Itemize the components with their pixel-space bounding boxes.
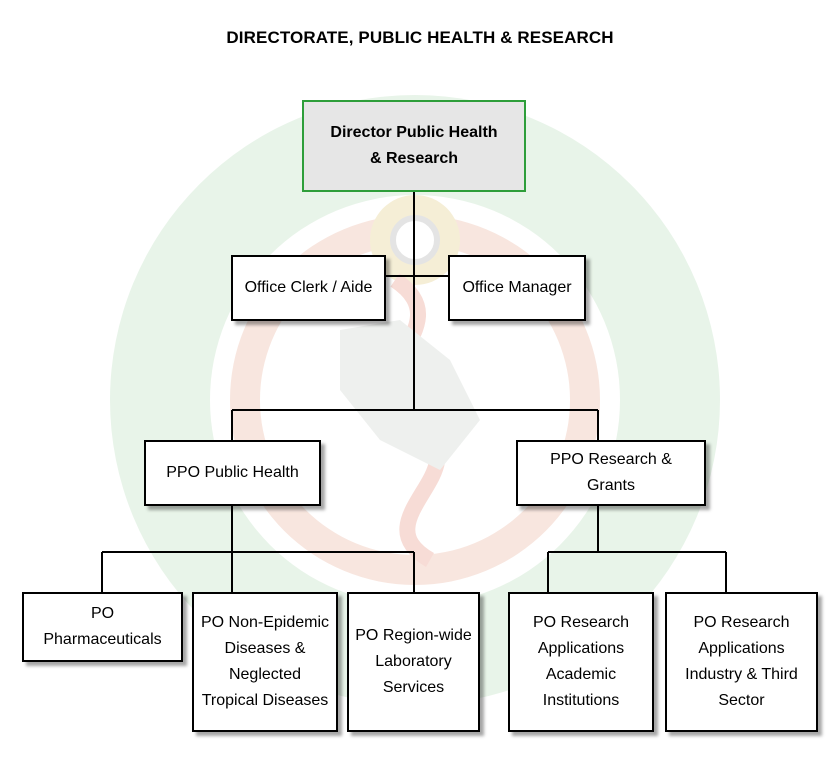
node-po-pharmaceuticals[interactable]: PO Pharmaceuticals (22, 592, 183, 662)
node-director[interactable]: Director Public Health & Research (302, 100, 526, 192)
node-office-manager[interactable]: Office Manager (448, 255, 586, 321)
node-po-non-epidemic[interactable]: PO Non-Epidemic Diseases & Neglected Tro… (192, 592, 338, 732)
node-ppo-public-health[interactable]: PPO Public Health (144, 440, 321, 506)
node-po-laboratory[interactable]: PO Region-wide Laboratory Services (347, 592, 480, 732)
node-office-clerk[interactable]: Office Clerk / Aide (231, 255, 386, 321)
node-ppo-research-grants[interactable]: PPO Research & Grants (516, 440, 706, 506)
node-po-industry[interactable]: PO Research Applications Industry & Thir… (665, 592, 818, 732)
node-po-academic[interactable]: PO Research Applications Academic Instit… (508, 592, 654, 732)
chart-title: DIRECTORATE, PUBLIC HEALTH & RESEARCH (226, 28, 614, 47)
